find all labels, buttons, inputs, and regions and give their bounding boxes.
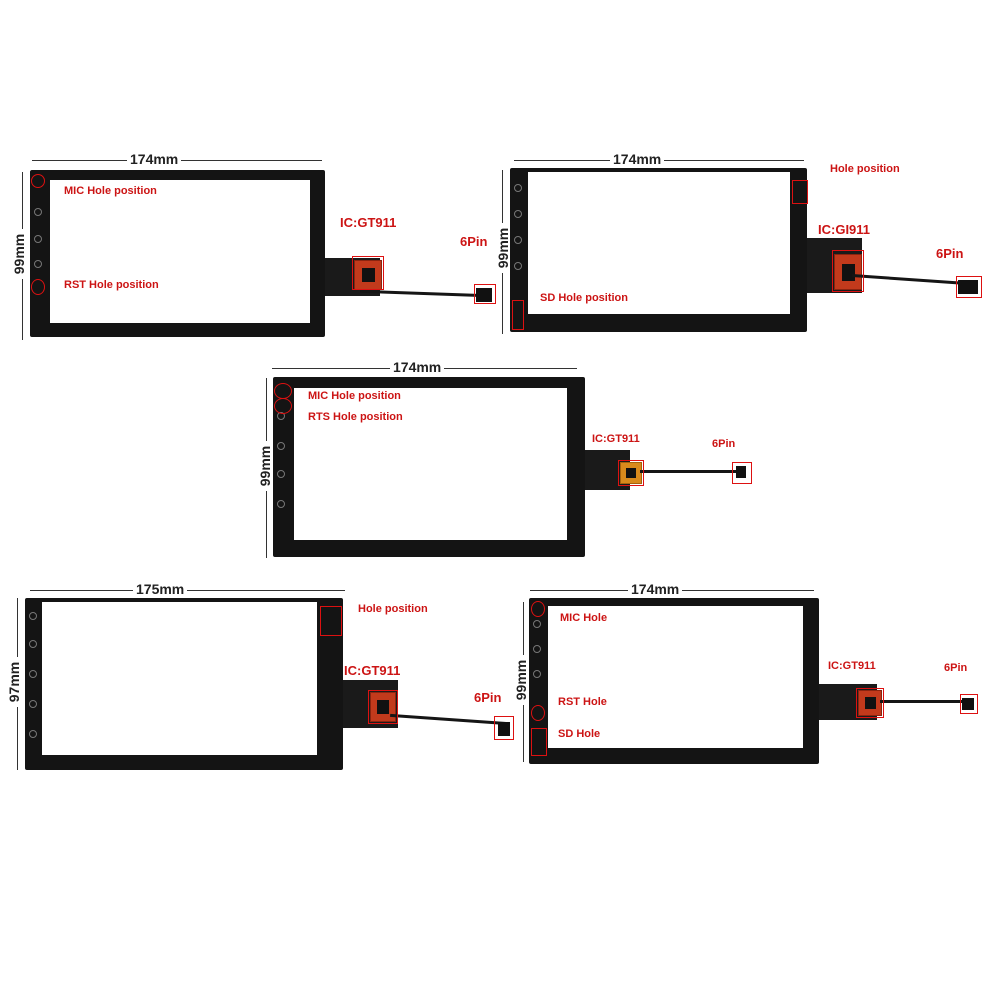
sd-hole-marker [531,728,547,756]
ic-chip [620,462,642,484]
rts-hole-label: RTS Hole position [308,411,403,423]
pin-label: 6Pin [712,438,736,450]
flex-cable [852,273,967,286]
connector [958,280,978,294]
pin-marker [960,694,978,714]
flex-cable [390,713,508,726]
sd-hole-marker [512,300,524,330]
volume-icon [533,670,541,678]
hole-label: Hole position [830,163,900,175]
volume-icon [514,262,522,270]
rst-hole-label: RST Hole [558,696,607,708]
volume-down-icon [277,500,285,508]
ic-marker [832,250,864,292]
width-label: 174mm [628,581,683,597]
ic-marker [368,690,398,724]
home-icon [29,640,37,648]
height-label: 97mm [6,657,22,707]
width-label: 175mm [133,581,188,597]
hole-label: Hole position [358,603,428,615]
panel-screen [528,172,790,314]
mic-hole-label: MIC Hole position [308,390,401,402]
pin-marker [494,716,514,740]
back-icon [29,670,37,678]
ic-marker [618,460,644,486]
pin-label: 6Pin [944,662,968,674]
rst-hole-marker [531,705,545,721]
ic-label: IC:GT911 [340,215,397,230]
ic-chip [858,690,882,716]
pin-label: 6Pin [460,234,488,249]
mic-hole-marker [31,174,45,188]
panel-screen [50,180,310,323]
height-label: 99mm [495,223,511,273]
panel-screen [548,606,803,748]
connector [962,698,974,710]
home-icon [514,210,522,218]
height-label: 99mm [513,655,529,705]
ic-label: IC:GT911 [344,663,401,678]
ic-label: IC:GT911 [828,660,876,672]
ic-chip [354,260,382,290]
ic-chip [834,254,862,290]
pin-marker [956,276,982,298]
pin-marker [474,284,496,304]
panel-screen [294,388,567,540]
back-icon [34,235,42,243]
flex-cable [880,700,970,703]
volume-icon [34,260,42,268]
mic-hole-label: MIC Hole [560,612,608,624]
width-label: 174mm [390,359,445,375]
height-label: 99mm [11,229,27,279]
volume-icon [29,700,37,708]
power-icon [29,612,37,620]
hole-marker [792,180,808,204]
volume-down-icon [29,730,37,738]
connector [498,722,510,736]
rts-hole-marker [274,398,292,414]
flex-cable [640,470,740,473]
ic-marker [352,256,384,290]
volume-icon [277,470,285,478]
home-icon [533,620,541,628]
rst-hole-marker [31,279,45,295]
mic-hole-marker [531,601,545,617]
connector [476,288,492,302]
pin-label: 6Pin [474,690,502,705]
rst-hole-label: RST Hole position [64,279,159,291]
height-label: 99mm [257,441,273,491]
home-icon [34,208,42,216]
hole-marker [320,606,342,636]
back-icon [277,442,285,450]
width-dimension-line [30,590,345,591]
pin-label: 6Pin [936,246,964,261]
back-icon [533,645,541,653]
width-label: 174mm [610,151,665,167]
mic-hole-marker [274,383,292,399]
ic-marker [856,688,884,718]
panel-screen [42,602,317,755]
back-icon [514,236,522,244]
ic-label: IC:GT911 [592,433,640,445]
mic-hole-label: MIC Hole position [64,185,157,197]
connector [736,466,746,478]
pin-marker [732,462,752,484]
sd-hole-label: SD Hole [558,728,601,740]
ic-label: IC:GI911 [818,222,871,237]
width-label: 174mm [127,151,182,167]
sd-hole-label: SD Hole position [540,292,628,304]
power-icon [514,184,522,192]
